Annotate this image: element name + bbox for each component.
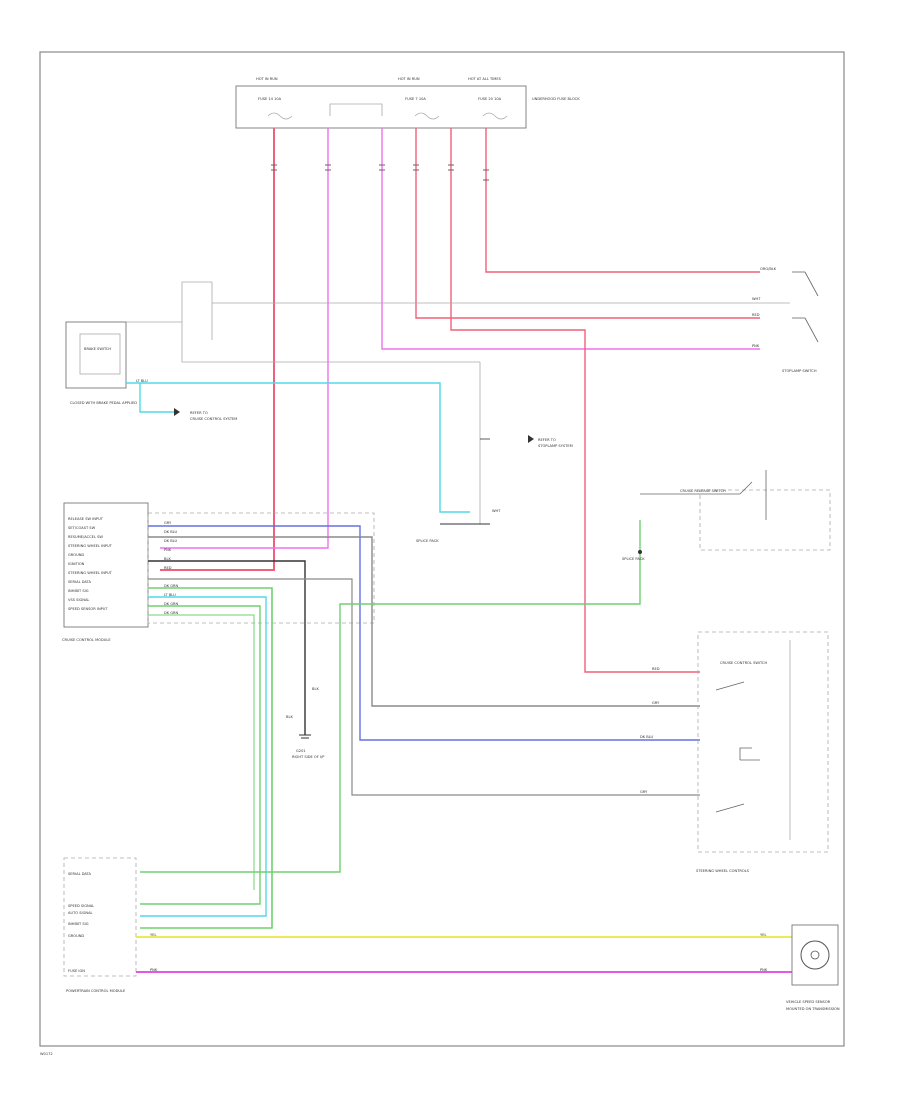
wire-label: RIGHT SIDE OF I/P: [292, 755, 325, 759]
wire-red-3: [450, 128, 700, 673]
wire-label: BRAKE SWITCH: [84, 347, 111, 351]
wire-label: BLK: [312, 687, 319, 691]
wire-label: SPEED SIGNAL: [68, 904, 94, 908]
connector-ticks: [271, 164, 489, 181]
wire-label: LT BLU: [136, 379, 148, 383]
wire-label: PNK: [760, 968, 768, 972]
wire-label: WHT: [752, 297, 761, 301]
wire-label: GRY: [164, 521, 172, 525]
ground-g201: G201 RIGHT SIDE OF I/P BLK BLK: [286, 687, 325, 759]
wire-label: GROUND: [68, 934, 84, 938]
brake-switch: BRAKE SWITCH CLOSED WITH BRAKE PEDAL APP…: [65, 321, 137, 405]
wire-label: STOPLAMP SYSTEM: [538, 444, 573, 448]
wire-label: RED: [752, 313, 760, 317]
wire-label: RESUME/ACCEL SW: [68, 535, 103, 539]
wire-label: LT BLU: [164, 593, 176, 597]
fuse-label-3: HOT AT ALL TIMES: [468, 77, 502, 81]
wire-label: VEHICLE SPEED SENSOR: [786, 1000, 831, 1004]
stoplamp-caption: STOPLAMP SWITCH: [782, 369, 817, 373]
pcm: SERIAL DATA SPEED SIGNAL AUTO SIGNAL INH…: [63, 857, 137, 993]
fuse-id-2: FUSE 7 10A: [405, 97, 426, 101]
wire-blu: [148, 525, 700, 741]
wire-label: CRUISE RELEASE SWITCH: [680, 489, 726, 493]
wire-label: IGNITION: [68, 562, 85, 566]
wire-label: BLK: [286, 715, 293, 719]
wire-blk: [148, 560, 306, 735]
wire-label: SERIAL DATA: [68, 580, 92, 584]
wire-red-main: [160, 128, 275, 571]
wire-dkgrn-3: [148, 614, 255, 890]
cruise-switch: CRUISE CONTROL SWITCH STEERING WHEEL CON…: [640, 631, 829, 873]
wire-gry: [148, 536, 700, 707]
wire-label: RED: [164, 566, 172, 570]
wire-label: SERIAL DATA: [68, 872, 92, 876]
wire-label: RELEASE SW INPUT: [68, 517, 104, 521]
wire-label: SPLICE PACK: [416, 539, 439, 543]
wire-label: SPEED SENSOR INPUT: [68, 607, 108, 611]
wire-label: YEL: [760, 933, 766, 937]
fuse-label-1: HOT IN RUN: [256, 77, 278, 81]
wire-dkgrn-serial: [140, 520, 641, 873]
wire-label: BLK: [164, 557, 171, 561]
cruise-release-switch: CRUISE RELEASE SWITCH SPLICE PACK: [622, 470, 831, 561]
wire-label: GRY: [640, 790, 648, 794]
fuse-id-3: FUSE 20 10A: [478, 97, 502, 101]
splice-pack: REFER TO STOPLAMP SYSTEM SPLICE PACK WHT: [416, 362, 573, 543]
cruise-module-caption: CRUISE CONTROL MODULE: [62, 638, 111, 642]
wire-label: DK BLU: [164, 539, 178, 543]
speed-sensor: VEHICLE SPEED SENSOR MOUNTED ON TRANSMIS…: [786, 924, 840, 1011]
wire-label: DK GRN: [164, 602, 179, 606]
pcm-caption: POWERTRAIN CONTROL MODULE: [66, 989, 126, 993]
wire-pink-1: [160, 128, 329, 549]
wire-label: YEL: [150, 933, 156, 937]
wire-label: INHIBIT SIG: [68, 922, 89, 926]
wire-gry-2: [148, 578, 700, 796]
fuse-block-caption: UNDERHOOD FUSE BLOCK: [532, 97, 580, 101]
wire-label: AUTO SIGNAL: [68, 911, 93, 915]
wire-ltblu-branch: [139, 383, 174, 413]
wire-red-2: [415, 128, 760, 319]
wire-label: FUSE IGN: [68, 969, 85, 973]
wire-label: DK BLU: [640, 735, 654, 739]
diagram-frame: [39, 51, 845, 1047]
wire-ltblu: [126, 382, 470, 513]
wire-ltblu-2: [140, 596, 267, 917]
wire-label: PNK: [150, 968, 158, 972]
stoplamp-switch-group: ORG/BLK WHT RED PNK STOPLAMP SWITCH: [752, 267, 819, 373]
wire-label: INHIBIT SIG: [68, 589, 89, 593]
brake-caption: CLOSED WITH BRAKE PEDAL APPLIED: [70, 401, 137, 405]
refer-to-1: REFER TO: [190, 411, 208, 415]
wire-red-4: [485, 128, 760, 273]
cruise-switch-caption: STEERING WHEEL CONTROLS: [696, 869, 750, 873]
wire-label: STEERING WHEEL INPUT: [68, 571, 113, 575]
wire-label: STEERING WHEEL INPUT: [68, 544, 113, 548]
wire-label: WHT: [492, 509, 501, 513]
wire-label: DK GRN: [164, 611, 179, 615]
fuse-label-2: HOT IN RUN: [398, 77, 420, 81]
wire-label: CRUISE CONTROL SWITCH: [720, 661, 767, 665]
wire-dkgrn-2: [140, 605, 261, 905]
wire-label: ORG/BLK: [760, 267, 777, 271]
refer-to-2: REFER TO: [538, 438, 556, 442]
wire-label: SET/COAST SW: [68, 526, 96, 530]
wire-label: PNK: [752, 344, 760, 348]
wire-label: PNK: [164, 548, 172, 552]
wire-label: DK BLU: [164, 530, 178, 534]
wire-dkgrn-1: [140, 587, 273, 929]
wire-pink-2: [381, 128, 760, 350]
wire-label: CRUISE CONTROL SYSTEM: [190, 417, 237, 421]
wire-label: SPLICE PACK: [622, 557, 645, 561]
wire-label: G201: [296, 749, 306, 753]
fuse-id-1: FUSE 14 10A: [258, 97, 282, 101]
fuse-block: HOT IN RUN HOT IN RUN HOT AT ALL TIMES F…: [235, 77, 580, 129]
wire-label: GRY: [652, 701, 660, 705]
wire-label: MOUNTED ON TRANSMISSION: [786, 1007, 840, 1011]
footer-code: W0172: [40, 1052, 53, 1056]
wire-label: RED: [652, 667, 660, 671]
wire-label: DK GRN: [164, 584, 179, 588]
wire-label: VSS SIGNAL: [68, 598, 89, 602]
wire-label: GROUND: [68, 553, 84, 557]
cruise-module: RELEASE SW INPUT SET/COAST SW RESUME/ACC…: [62, 502, 149, 642]
